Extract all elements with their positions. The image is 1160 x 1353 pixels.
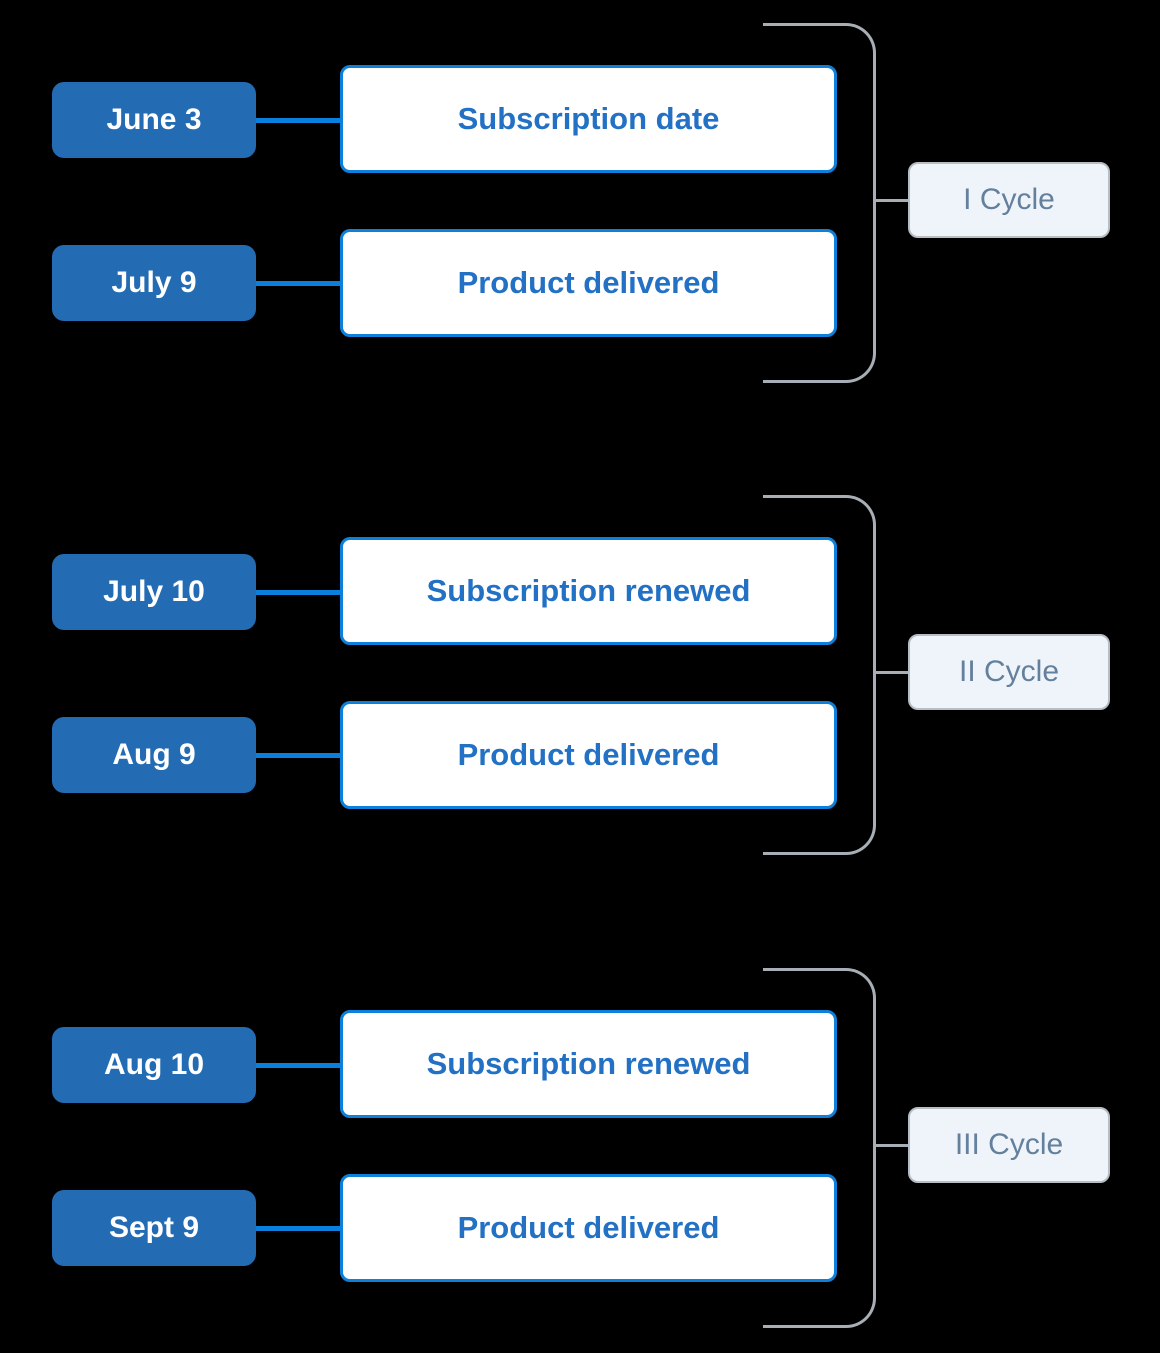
event-label: Product delivered — [457, 1210, 720, 1245]
cycle-bracket — [763, 23, 876, 383]
event-box: Subscription renewed — [340, 537, 837, 645]
bracket-stub — [876, 199, 908, 202]
cycle-label: III Cycle — [908, 1107, 1110, 1183]
bracket-stub — [876, 1144, 908, 1147]
cycle-bracket — [763, 495, 876, 855]
date-badge: Sept 9 — [52, 1190, 256, 1266]
cycle-label: II Cycle — [908, 634, 1110, 710]
connector-line — [256, 753, 340, 758]
event-label: Subscription renewed — [426, 1046, 751, 1081]
event-box: Subscription renewed — [340, 1010, 837, 1118]
connector-line — [256, 281, 340, 286]
cycle-label: I Cycle — [908, 162, 1110, 238]
event-box: Product delivered — [340, 229, 837, 337]
event-label: Product delivered — [457, 265, 720, 300]
cycle-group-1: Subscription date Product delivered June… — [0, 23, 1160, 383]
date-label: Aug 9 — [112, 738, 196, 771]
date-label: Aug 10 — [103, 1048, 205, 1081]
cycle-group-3: Subscription renewed Product delivered A… — [0, 968, 1160, 1328]
date-label: Sept 9 — [108, 1211, 200, 1244]
cycle-label-text: I Cycle — [963, 183, 1055, 216]
date-badge: July 10 — [52, 554, 256, 630]
connector-line — [256, 1063, 340, 1068]
date-badge: June 3 — [52, 82, 256, 158]
connector-line — [256, 590, 340, 595]
connector-line — [256, 118, 340, 123]
event-label: Subscription date — [457, 101, 720, 136]
date-badge: Aug 10 — [52, 1027, 256, 1103]
cycle-label-text: II Cycle — [958, 655, 1060, 688]
date-badge: Aug 9 — [52, 717, 256, 793]
event-label: Product delivered — [457, 737, 720, 772]
date-badge: July 9 — [52, 245, 256, 321]
cycle-label-text: III Cycle — [954, 1128, 1064, 1161]
date-label: July 10 — [103, 575, 205, 608]
event-box: Product delivered — [340, 701, 837, 809]
event-box: Subscription date — [340, 65, 837, 173]
connector-line — [256, 1226, 340, 1231]
event-label: Subscription renewed — [426, 573, 751, 608]
date-label: July 9 — [111, 266, 197, 299]
date-label: June 3 — [106, 103, 202, 136]
bracket-stub — [876, 671, 908, 674]
cycle-group-2: Subscription renewed Product delivered J… — [0, 495, 1160, 855]
event-box: Product delivered — [340, 1174, 837, 1282]
cycle-bracket — [763, 968, 876, 1328]
